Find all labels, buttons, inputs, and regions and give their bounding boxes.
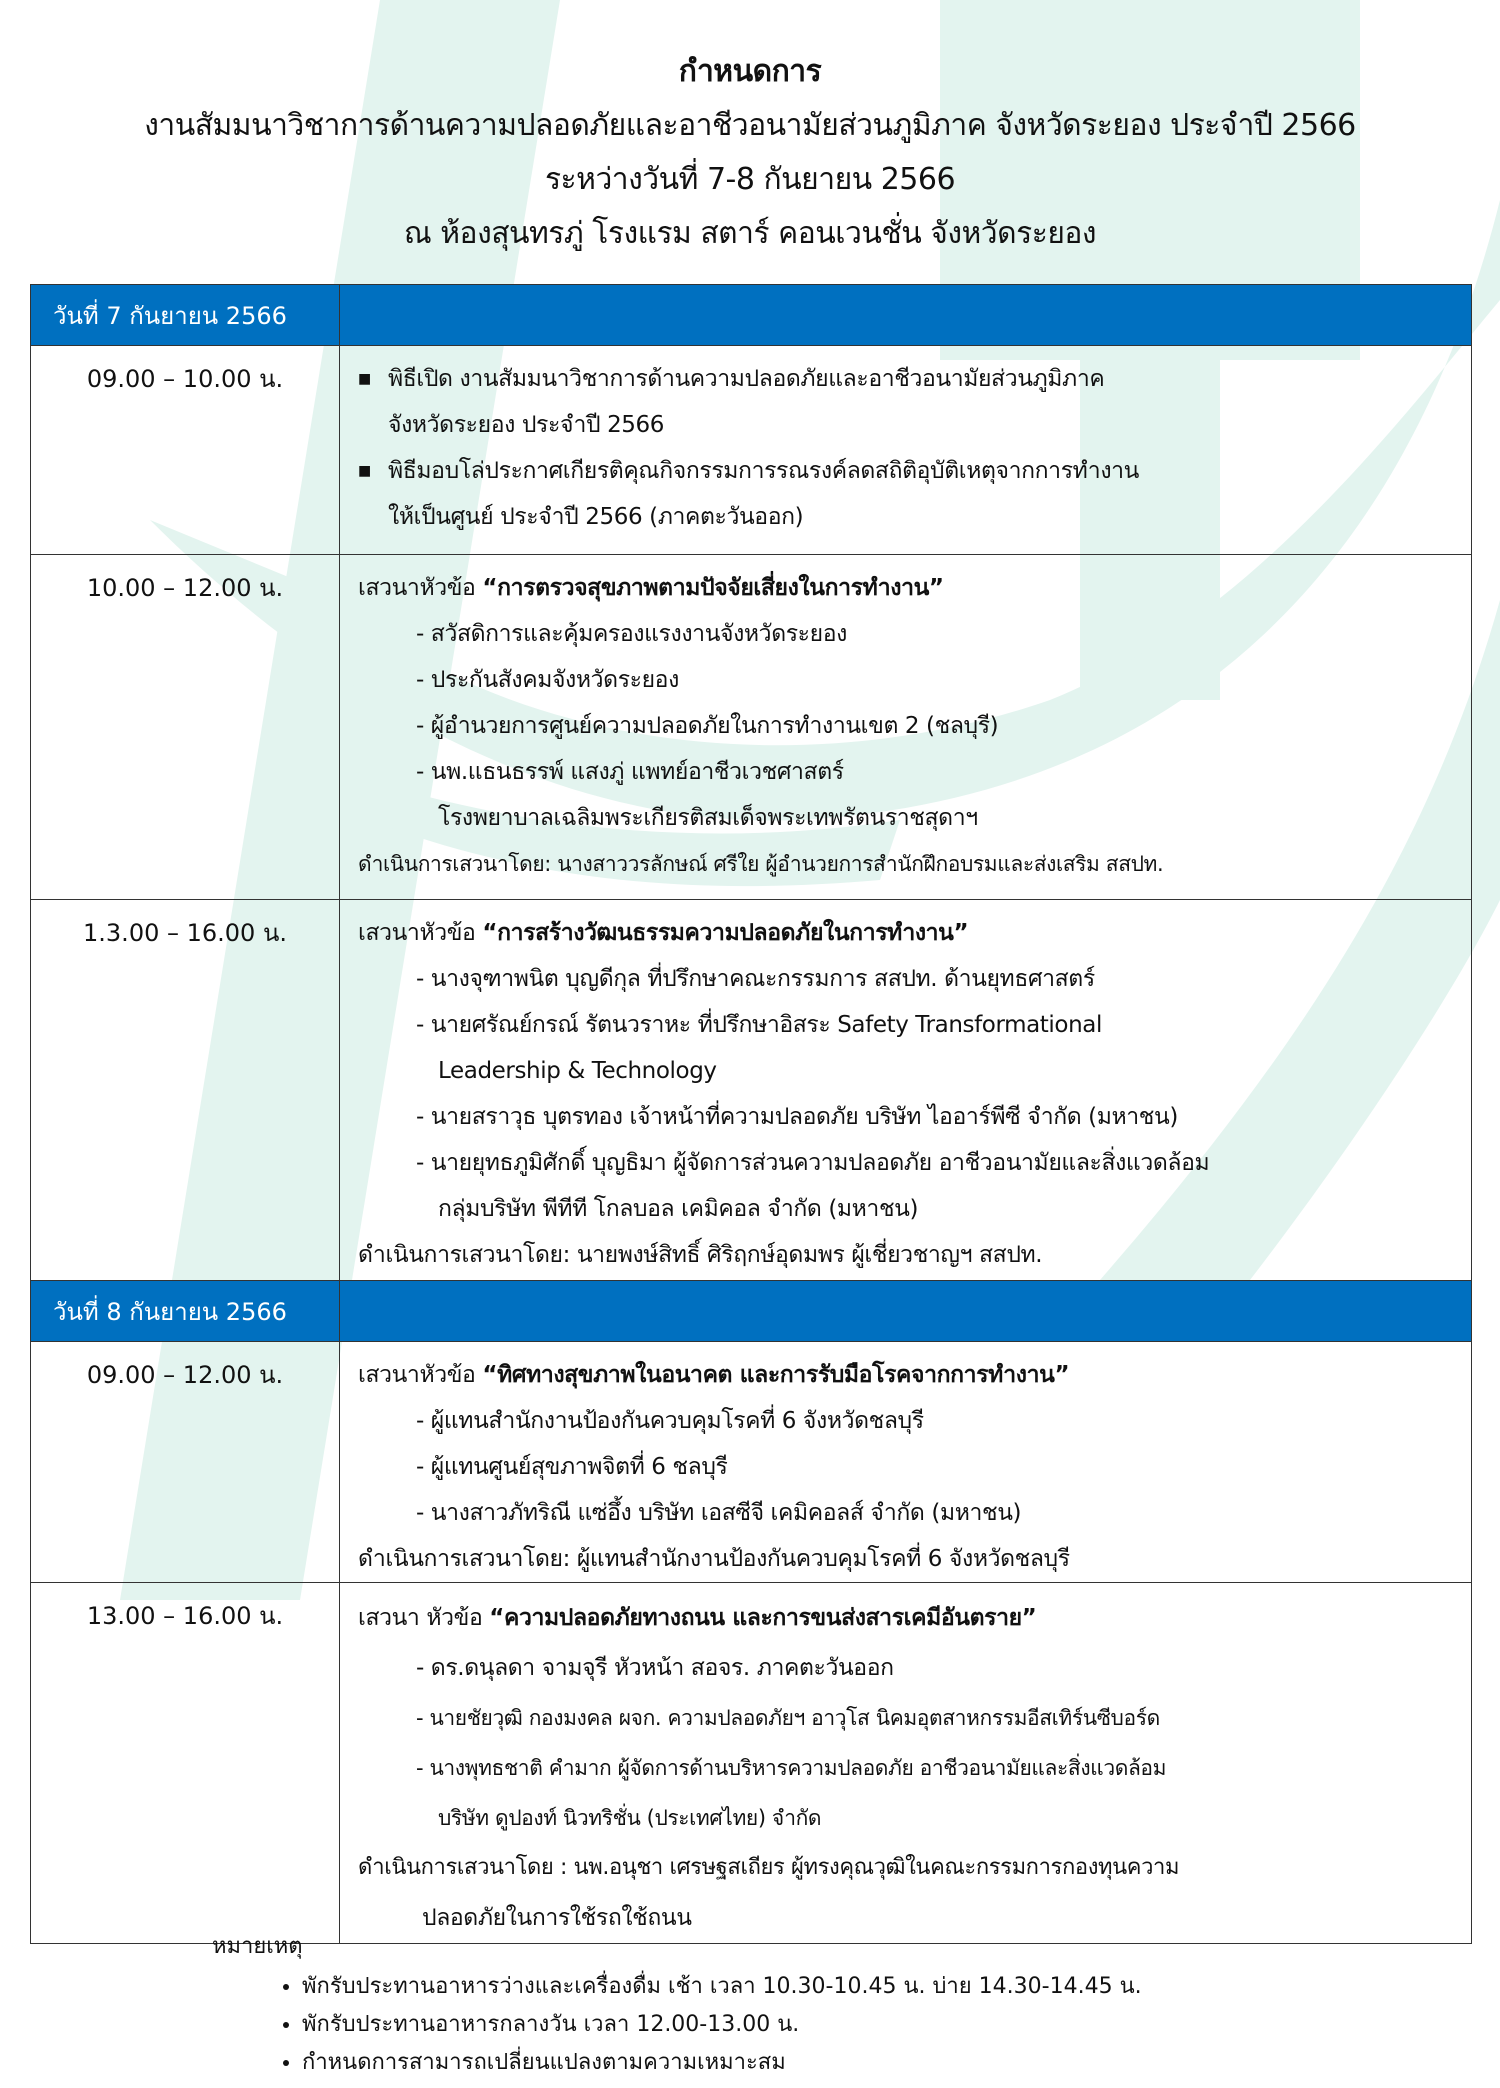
speaker: - นพ.แธนธรรพ์ แสงภู่ แพทย์อาชีวเวชศาสตร์	[416, 759, 844, 785]
square-bullet-icon: ■	[358, 371, 371, 387]
speaker: - ผู้แทนสำนักงานป้องกันควบคุมโรคที่ 6 จั…	[416, 1408, 924, 1434]
speaker: - นายศรัณย์กรณ์ รัตนวราหะ ที่ปรึกษาอิสระ…	[416, 1012, 1102, 1038]
table-row: 09.00 – 10.00 น. ■ พิธีเปิด งานสัมมนาวิช…	[30, 345, 1472, 555]
speaker: - นางพุทธชาติ คำมาก ผู้จัดการด้านบริหารค…	[416, 1756, 1167, 1780]
speaker-affiliation: โรงพยาบาลเฉลิมพระเกียรติสมเด็จพระเทพรัตน…	[438, 805, 978, 831]
table-row: 10.00 – 12.00 น. เสวนาหัวข้อ “การตรวจสุข…	[30, 554, 1472, 900]
moderator: ดำเนินการเสวนาโดย: นางสาววรลักษณ์ ศรีใย …	[358, 852, 1164, 876]
document-header: กำหนดการ งานสัมมนาวิชาการด้านความปลอดภัย…	[0, 45, 1500, 261]
speaker: - ประกันสังคมจังหวัดระยอง	[416, 667, 679, 693]
document-title: กำหนดการ	[678, 54, 822, 89]
session-topic: เสวนาหัวข้อ “การตรวจสุขภาพตามปัจจัยเสี่ย…	[358, 575, 944, 601]
session-time: 09.00 – 12.00 น.	[30, 1341, 340, 1583]
list-item: ■ พิธีมอบโล่ประกาศเกียรติคุณกิจกรรมการรณ…	[358, 448, 1461, 540]
speaker: - สวัสดิการและคุ้มครองแรงงานจังหวัดระยอง	[416, 621, 847, 647]
speaker: - ผู้แทนศูนย์สุขภาพจิตที่ 6 ชลบุรี	[416, 1454, 728, 1480]
session-topic: เสวนาหัวข้อ “ทิศทางสุขภาพในอนาคต และการร…	[358, 1362, 1070, 1388]
moderator: ดำเนินการเสวนาโดย: ผู้แทนสำนักงานป้องกัน…	[358, 1546, 1070, 1572]
table-row: 1.3.00 – 16.00 น. เสวนาหัวข้อ “การสร้างว…	[30, 899, 1472, 1281]
moderator: ดำเนินการเสวนาโดย : นพ.อนุชา เศรษฐสเถียร…	[358, 1855, 1180, 1880]
speaker: - นางจุฑาพนิต บุญดีกุล ที่ปรึกษาคณะกรรมก…	[416, 966, 1095, 992]
notes-heading: หมายเหตุ	[212, 1934, 303, 1959]
speaker: - ดร.ดนุลดา จามจุรี หัวหน้า สอจร. ภาคตะว…	[416, 1655, 894, 1681]
event-name: งานสัมมนาวิชาการด้านความปลอดภัยและอาชีวอ…	[144, 108, 1356, 143]
table-row: 09.00 – 12.00 น. เสวนาหัวข้อ “ทิศทางสุขภ…	[30, 1341, 1472, 1583]
session-time: 13.00 – 16.00 น.	[30, 1582, 340, 1944]
session-time: 1.3.00 – 16.00 น.	[30, 899, 340, 1281]
speaker: - นายชัยวุฒิ กองมงคล ผจก. ความปลอดภัยฯ อ…	[416, 1706, 1160, 1730]
speaker: - นายสราวุธ บุตรทอง เจ้าหน้าที่ความปลอดภ…	[416, 1104, 1178, 1130]
session-topic: เสวนาหัวข้อ “การสร้างวัฒนธรรมความปลอดภัย…	[358, 920, 969, 946]
event-venue: ณ ห้องสุนทรภู่ โรงแรม สตาร์ คอนเวนชั่น จ…	[403, 216, 1097, 251]
notes-section: หมายเหตุ พักรับประทานอาหารว่างและเครื่อง…	[212, 1928, 1142, 2082]
moderator: ดำเนินการเสวนาโดย: นายพงษ์สิทธิ์ ศิริฤกษ…	[358, 1242, 1043, 1268]
square-bullet-icon: ■	[358, 463, 371, 479]
session-time: 10.00 – 12.00 น.	[30, 554, 340, 900]
table-row: 13.00 – 16.00 น. เสวนา หัวข้อ “ความปลอดภ…	[30, 1582, 1472, 1944]
speaker-affiliation: กลุ่มบริษัท พีทีที โกลบอล เคมิคอล จำกัด …	[438, 1196, 919, 1222]
speaker-affiliation: Leadership & Technology	[438, 1058, 717, 1084]
speaker: - นางสาวภัทริณี แซ่อึ้ง บริษัท เอสซีจี เ…	[416, 1500, 1022, 1526]
note-item: พักรับประทานอาหารกลางวัน เวลา 12.00-13.0…	[302, 2006, 1142, 2044]
list-item: ■ พิธีเปิด งานสัมมนาวิชาการด้านความปลอดภ…	[358, 356, 1461, 448]
day-label: วันที่ 8 กันยายน 2566	[30, 1280, 340, 1342]
moderator-cont: ปลอดภัยในการใช้รถใช้ถนน	[422, 1905, 692, 1931]
session-time: 09.00 – 10.00 น.	[30, 345, 340, 555]
speaker-affiliation: บริษัท ดูปองท์ นิวทริชั่น (ประเทศไทย) จำ…	[438, 1806, 822, 1830]
note-item: พักรับประทานอาหารว่างและเครื่องดื่ม เช้า…	[302, 1968, 1142, 2006]
day-label: วันที่ 7 กันยายน 2566	[30, 284, 340, 346]
note-item: กำหนดการสามารถเปลี่ยนแปลงตามความเหมาะสม	[302, 2044, 1142, 2082]
day-header-row: วันที่ 7 กันยายน 2566	[30, 284, 1472, 346]
event-dates: ระหว่างวันที่ 7-8 กันยายน 2566	[544, 162, 956, 197]
schedule-table: วันที่ 7 กันยายน 2566 09.00 – 10.00 น. ■…	[30, 284, 1472, 1944]
session-topic: เสวนา หัวข้อ “ความปลอดภัยทางถนน และการขน…	[358, 1605, 1037, 1631]
speaker: - ผู้อำนวยการศูนย์ความปลอดภัยในการทำงานเ…	[416, 713, 999, 739]
speaker: - นายยุทธภูมิศักดิ์ บุญธิมา ผู้จัดการส่ว…	[416, 1150, 1210, 1176]
day-header-row: วันที่ 8 กันยายน 2566	[30, 1280, 1472, 1342]
